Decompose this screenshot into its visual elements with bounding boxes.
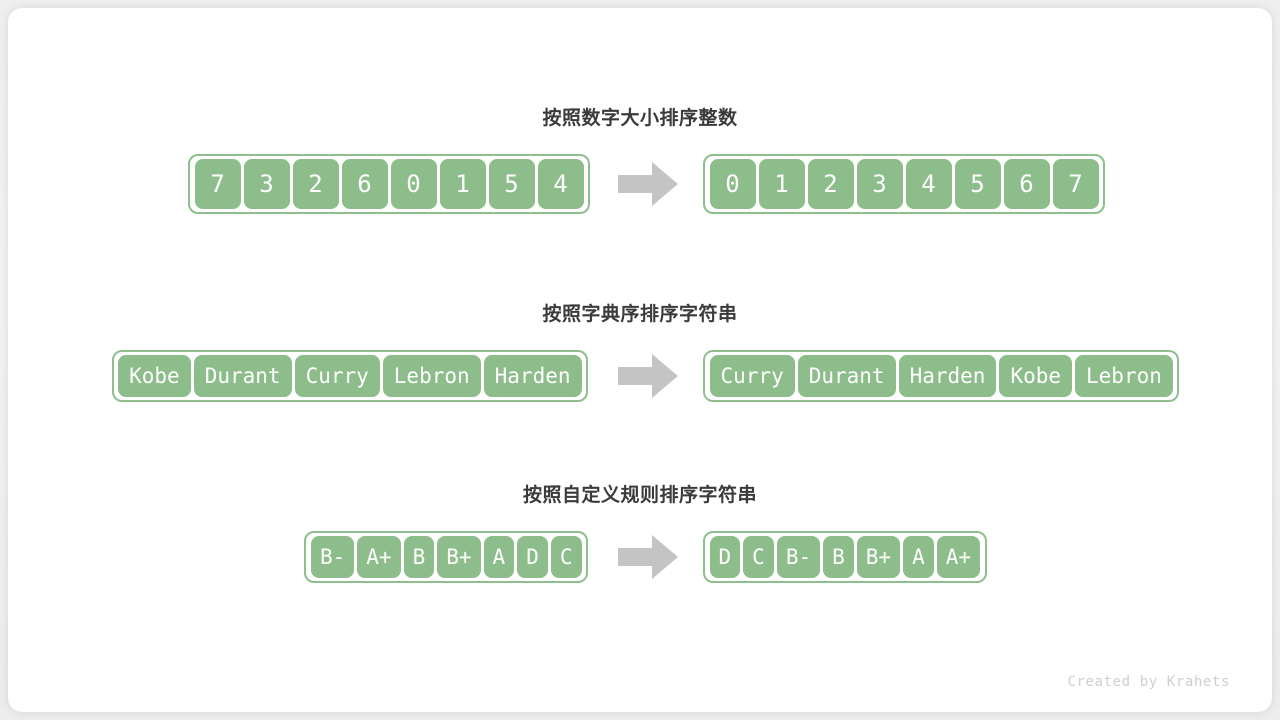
- arrow-right-icon: [616, 352, 680, 400]
- array-cell: B-: [310, 536, 355, 578]
- array-cell: Durant: [193, 355, 292, 397]
- section-title: 按照字典序排序字符串: [542, 304, 738, 325]
- array-cell: 1: [758, 159, 805, 209]
- array-cell: A+: [357, 536, 401, 578]
- array-cell: Curry: [294, 355, 380, 397]
- array-cell: Kobe: [999, 355, 1073, 397]
- array-cell: B+: [856, 536, 901, 578]
- array-cell: A: [483, 536, 515, 578]
- array-cell: D: [517, 536, 548, 578]
- array-cell: Lebron: [1075, 355, 1173, 397]
- array-cell: B: [403, 536, 435, 578]
- array-cell: A: [903, 536, 934, 578]
- array-cell: Curry: [709, 355, 795, 397]
- array-cell: 2: [807, 159, 854, 209]
- array-cell: 0: [709, 159, 756, 209]
- array-cell: D: [709, 536, 741, 578]
- array-cell: Harden: [483, 355, 582, 397]
- array-cell: 1: [439, 159, 486, 209]
- array-cell: 2: [292, 159, 339, 209]
- array-cell: B-: [776, 536, 821, 578]
- array-cell: 3: [856, 159, 903, 209]
- array-cell: C: [743, 536, 774, 578]
- array-cell: 3: [243, 159, 290, 209]
- section-title: 按照数字大小排序整数: [542, 108, 738, 129]
- arrow-right-icon: [616, 160, 680, 208]
- footer-credit: Created by Krahets: [1067, 674, 1230, 690]
- array-cell: B: [823, 536, 854, 578]
- array-cell: C: [550, 536, 582, 578]
- array-cell: Lebron: [382, 355, 481, 397]
- array-cell: 4: [905, 159, 952, 209]
- array-cell: A+: [936, 536, 981, 578]
- array-cell: 4: [537, 159, 584, 209]
- array-cell: 7: [1052, 159, 1099, 209]
- array-cell: 5: [954, 159, 1001, 209]
- array-cell: 5: [488, 159, 535, 209]
- section-title: 按照自定义规则排序字符串: [522, 485, 757, 506]
- arrow-right-icon: [616, 533, 680, 581]
- array-cell: Kobe: [118, 355, 191, 397]
- array-cell: 6: [341, 159, 388, 209]
- array-cell: 0: [390, 159, 437, 209]
- array-cell: B+: [437, 536, 481, 578]
- array-cell: 6: [1003, 159, 1050, 209]
- array-cell: 7: [194, 159, 241, 209]
- array-cell: Durant: [797, 355, 896, 397]
- array-cell: Harden: [898, 355, 997, 397]
